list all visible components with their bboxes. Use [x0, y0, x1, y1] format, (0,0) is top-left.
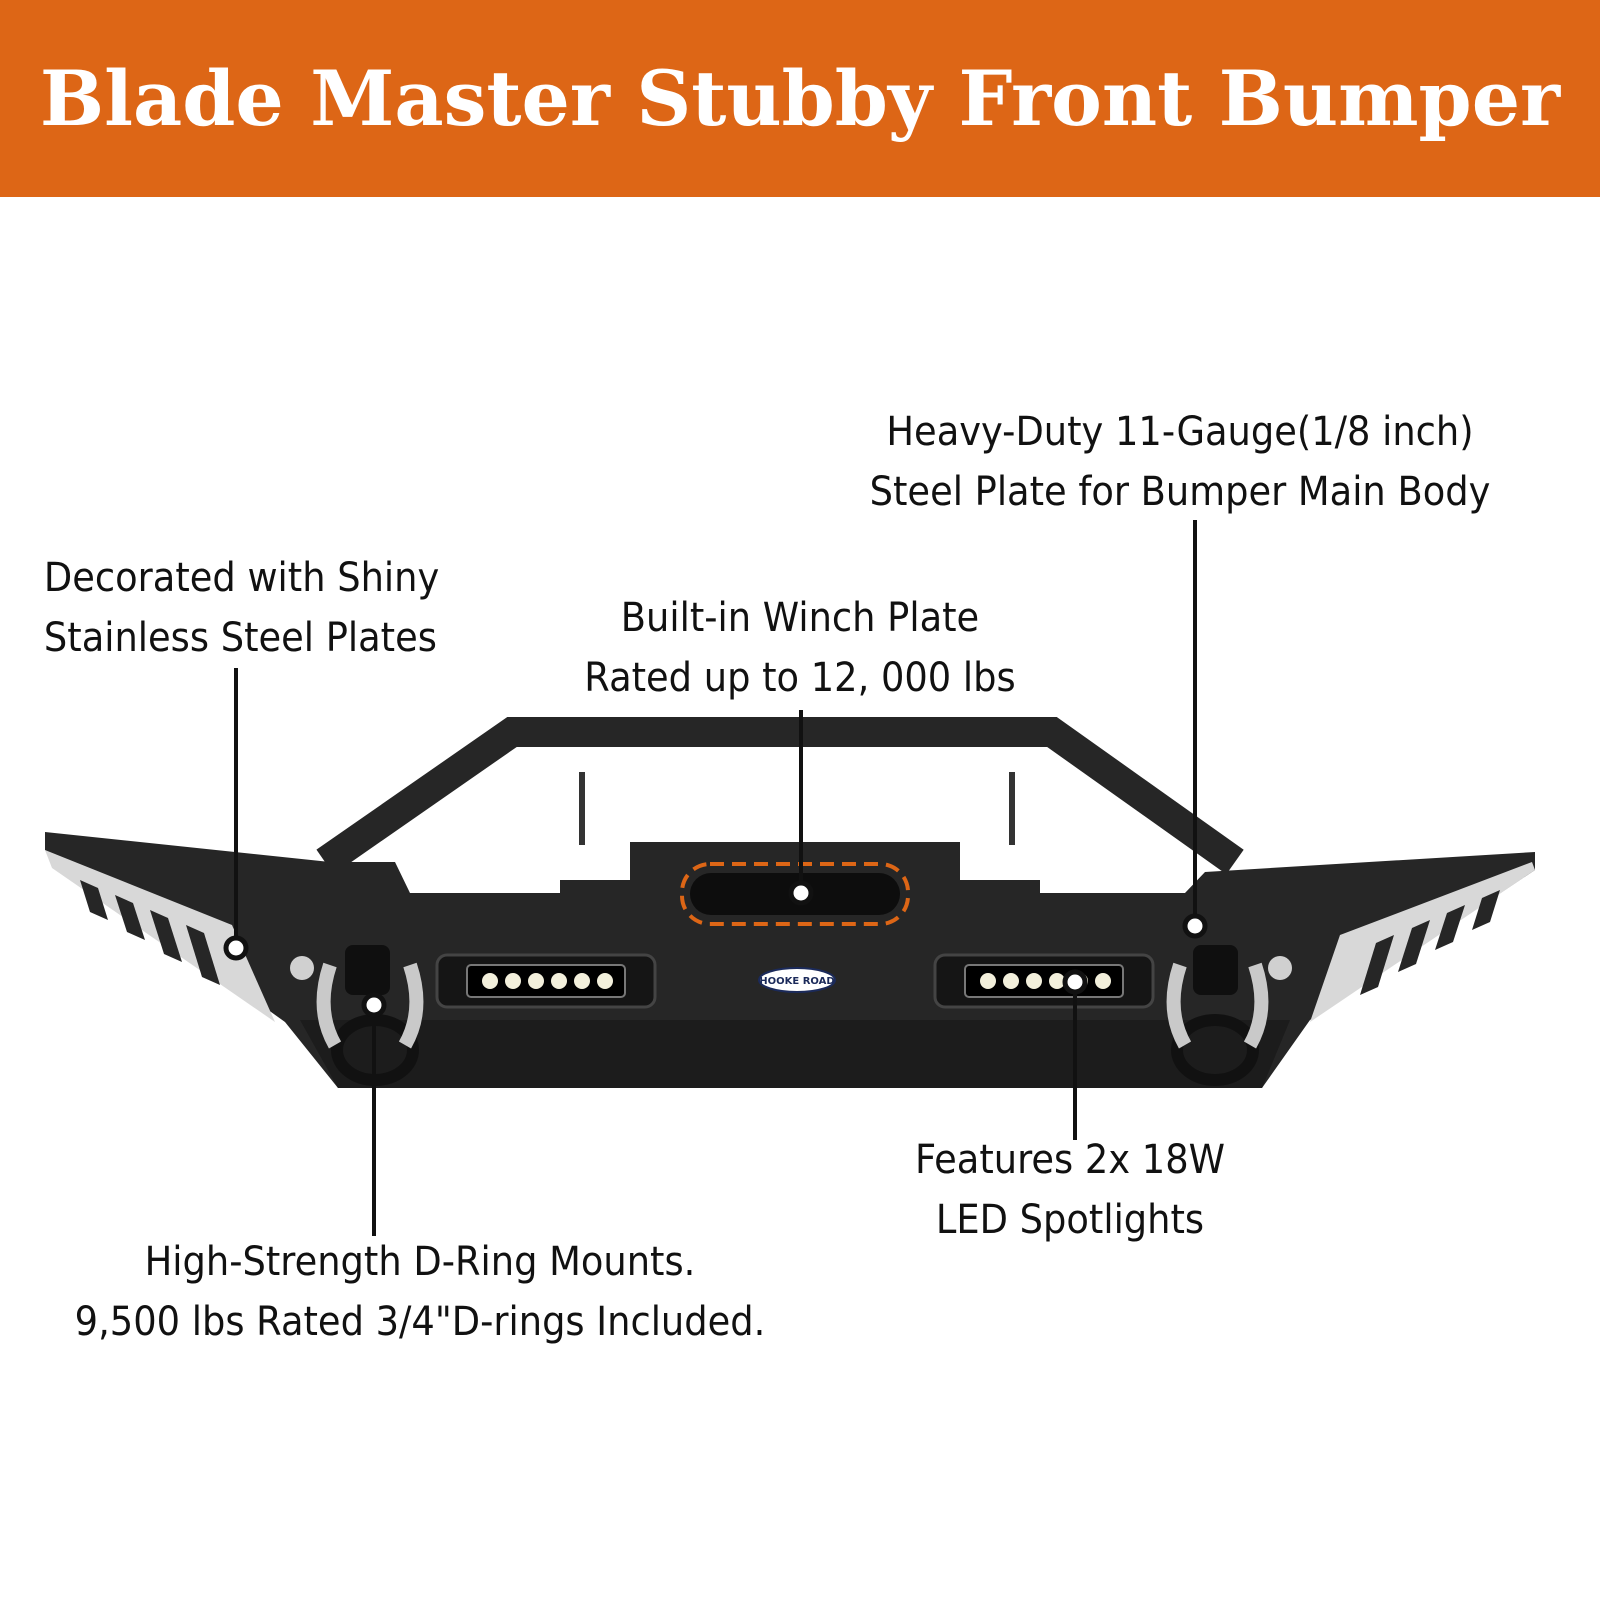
svg-text:HOOKE ROAD: HOOKE ROAD — [759, 976, 834, 987]
callout-text: Built-in Winch Plate — [620, 595, 980, 641]
callout-dots — [223, 880, 1208, 1018]
d-ring-right — [1166, 945, 1292, 1086]
callout-text: Heavy-Duty 11-Gauge(1/8 inch) — [886, 409, 1474, 455]
brand-logo: HOOKE ROAD — [758, 967, 836, 993]
callout-text: High-Strength D-Ring Mounts. — [144, 1239, 696, 1285]
bumper-lower — [300, 1020, 1290, 1088]
title-banner: Blade Master Stubby Front Bumper — [0, 0, 1600, 197]
callout-text: Rated up to 12, 000 lbs — [584, 655, 1016, 701]
led-light-left — [435, 953, 657, 1009]
callout-dring: High-Strength D-Ring Mounts. 9,500 lbs R… — [34, 1232, 807, 1352]
callout-text: Features 2x 18W — [914, 1137, 1226, 1183]
callout-text: 9,500 lbs Rated 3/4"D-rings Included. — [74, 1299, 766, 1345]
callout-steel-plate: Heavy-Duty 11-Gauge(1/8 inch) Steel Plat… — [840, 402, 1521, 522]
callout-stainless: Decorated with Shiny Stainless Steel Pla… — [20, 548, 498, 668]
plate-slots — [80, 880, 1500, 995]
led-light-right — [933, 953, 1155, 1009]
callout-text: LED Spotlights — [935, 1197, 1205, 1243]
leader-lines — [234, 520, 1197, 1236]
bumper-hoop — [316, 717, 1244, 875]
callout-text: Decorated with Shiny — [43, 555, 440, 601]
callout-led: Features 2x 18W LED Spotlights — [877, 1130, 1263, 1250]
callout-text: Stainless Steel Plates — [43, 615, 437, 661]
callout-text: Steel Plate for Bumper Main Body — [869, 469, 1491, 515]
callout-winch: Built-in Winch Plate Rated up to 12, 000… — [552, 588, 1049, 708]
page-title: Blade Master Stubby Front Bumper — [39, 54, 1561, 143]
d-ring-left — [290, 945, 424, 1086]
